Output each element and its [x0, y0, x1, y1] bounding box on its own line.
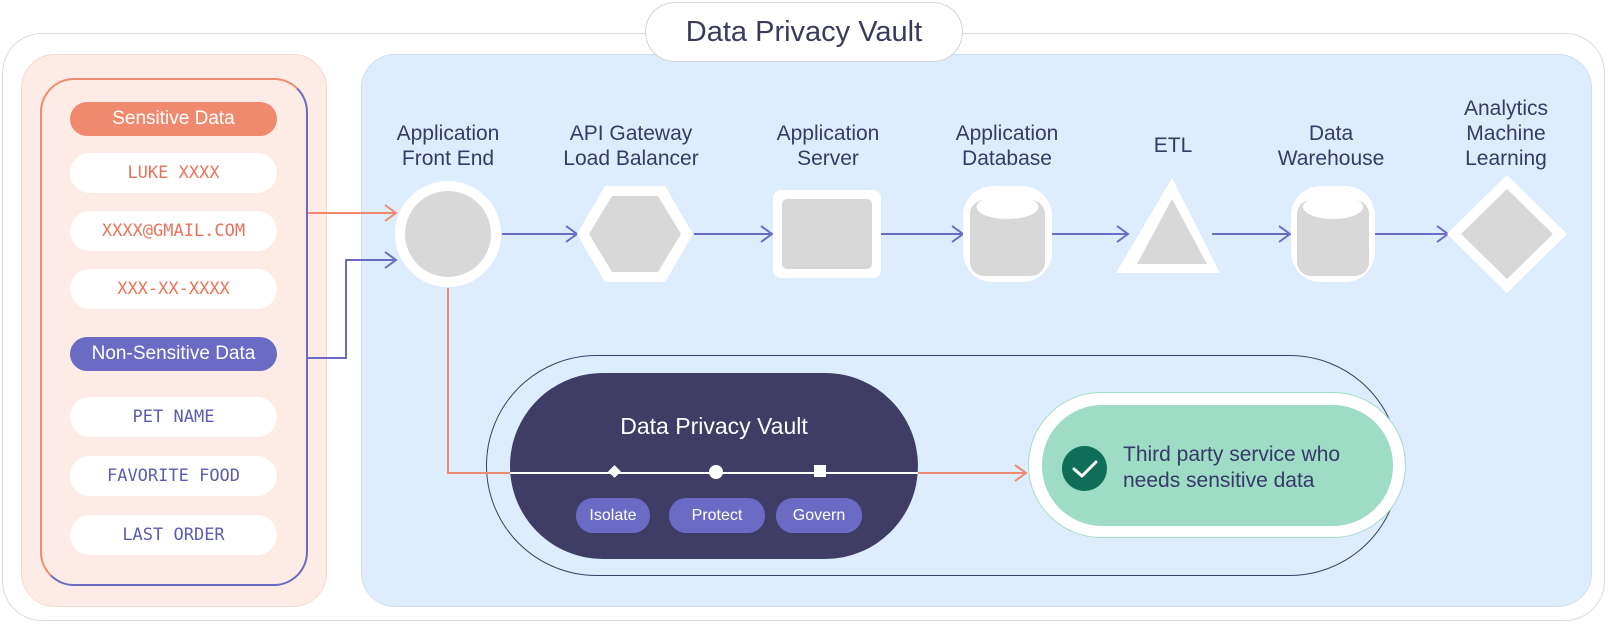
vault-tag-isolate: Isolate: [576, 498, 650, 533]
pipeline-arrow: [694, 225, 774, 243]
arrow-head-icon: [1014, 464, 1028, 482]
diagram-title: Data Privacy Vault: [645, 2, 963, 62]
node-analytics: [1447, 175, 1567, 293]
sensitive-item: XXXX@GMAIL.COM: [70, 211, 277, 251]
node-data-warehouse: [1291, 186, 1375, 282]
vault-tag-protect: Protect: [669, 498, 765, 533]
sensitive-item: LUKE XXXX: [70, 153, 277, 193]
govern-square-icon: [814, 465, 826, 477]
non-sensitive-data-badge: Non-Sensitive Data: [70, 337, 277, 371]
node-api-gateway: [577, 186, 693, 282]
pipeline-arrow: [1373, 225, 1450, 243]
pipeline-arrow: [880, 225, 965, 243]
node-front-end: [395, 181, 501, 287]
sensitive-item: XXX-XX-XXXX: [70, 269, 277, 309]
isolate-diamond-icon: [608, 465, 621, 478]
pipeline-arrow: [1212, 225, 1292, 243]
node-app-server: [773, 190, 881, 278]
vault-title: Data Privacy Vault: [620, 413, 808, 439]
check-circle-icon: [1062, 446, 1107, 491]
non-sensitive-item: PET NAME: [70, 397, 277, 437]
node-etl: [1116, 178, 1220, 273]
arrow-head-icon: [384, 204, 398, 222]
arrow-head-icon: [384, 251, 398, 269]
third-party-label: Third party service who needs sensitive …: [1123, 443, 1341, 492]
pipeline-arrow: [1052, 225, 1130, 243]
data-sources-panel: [21, 54, 327, 607]
pipeline-arrow: [502, 225, 579, 243]
non-sensitive-connector: [308, 259, 395, 359]
sensitive-flow-connector: [447, 288, 510, 474]
node-label-etl: ETL: [1153, 134, 1193, 157]
non-sensitive-item: FAVORITE FOOD: [70, 456, 277, 496]
node-app-database: [963, 186, 1052, 282]
sensitive-data-badge: Sensitive Data: [70, 102, 277, 136]
vault-tag-govern: Govern: [776, 498, 862, 533]
non-sensitive-item: LAST ORDER: [70, 515, 277, 555]
protect-circle-icon: [709, 465, 723, 479]
data-group-box: [40, 78, 308, 586]
